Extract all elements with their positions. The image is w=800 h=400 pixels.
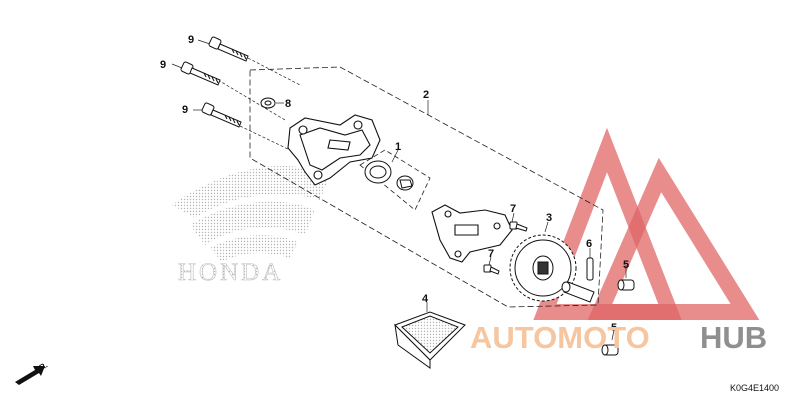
oil-pump-body bbox=[287, 114, 381, 186]
front-direction-arrow bbox=[15, 366, 45, 385]
watermark-text-hub: HUB bbox=[700, 320, 767, 355]
oil-strainer-4 bbox=[394, 311, 466, 369]
sprocket-3 bbox=[509, 234, 577, 302]
catalog-code: K0G4E1400 bbox=[730, 383, 779, 393]
callout-7-b: 7 bbox=[488, 248, 494, 260]
leader-lines bbox=[171, 39, 627, 341]
callout-9-a: 9 bbox=[188, 34, 194, 46]
dowel-5-a bbox=[617, 279, 635, 291]
callout-6: 6 bbox=[586, 238, 592, 250]
honda-logo-text: HONDA bbox=[178, 259, 283, 286]
callout-9-b: 9 bbox=[160, 59, 166, 71]
bolt-9-c bbox=[201, 102, 242, 128]
pump-cover-plate bbox=[431, 204, 513, 263]
honda-wing-logo bbox=[172, 166, 330, 262]
assembly-outline-2 bbox=[249, 66, 604, 308]
callout-5-b: 5 bbox=[611, 322, 617, 334]
screw-7-a bbox=[509, 221, 528, 232]
callout-5-a: 5 bbox=[623, 259, 629, 271]
callout-7-a: 7 bbox=[510, 203, 516, 215]
bolt-9-a bbox=[208, 36, 249, 62]
dowel-pin bbox=[561, 281, 595, 303]
watermark-triangle-logo bbox=[533, 127, 760, 320]
pin-6 bbox=[586, 257, 594, 281]
direction-label: FR. bbox=[34, 360, 50, 374]
callout-8: 8 bbox=[285, 98, 291, 110]
callout-3: 3 bbox=[546, 212, 552, 224]
callout-1: 1 bbox=[395, 141, 401, 153]
callout-2: 2 bbox=[423, 89, 429, 101]
screw-7-b bbox=[483, 264, 500, 275]
assembly-outline-1 bbox=[359, 149, 431, 211]
callout-9-c: 9 bbox=[182, 104, 188, 116]
bolt-9-b bbox=[180, 61, 221, 86]
callout-4: 4 bbox=[422, 293, 429, 305]
rotor-set-1 bbox=[364, 160, 414, 191]
collar-8 bbox=[260, 97, 276, 109]
dowel-5-b bbox=[601, 344, 619, 356]
watermark-text-automoto: AUTOMOTO bbox=[470, 320, 650, 355]
